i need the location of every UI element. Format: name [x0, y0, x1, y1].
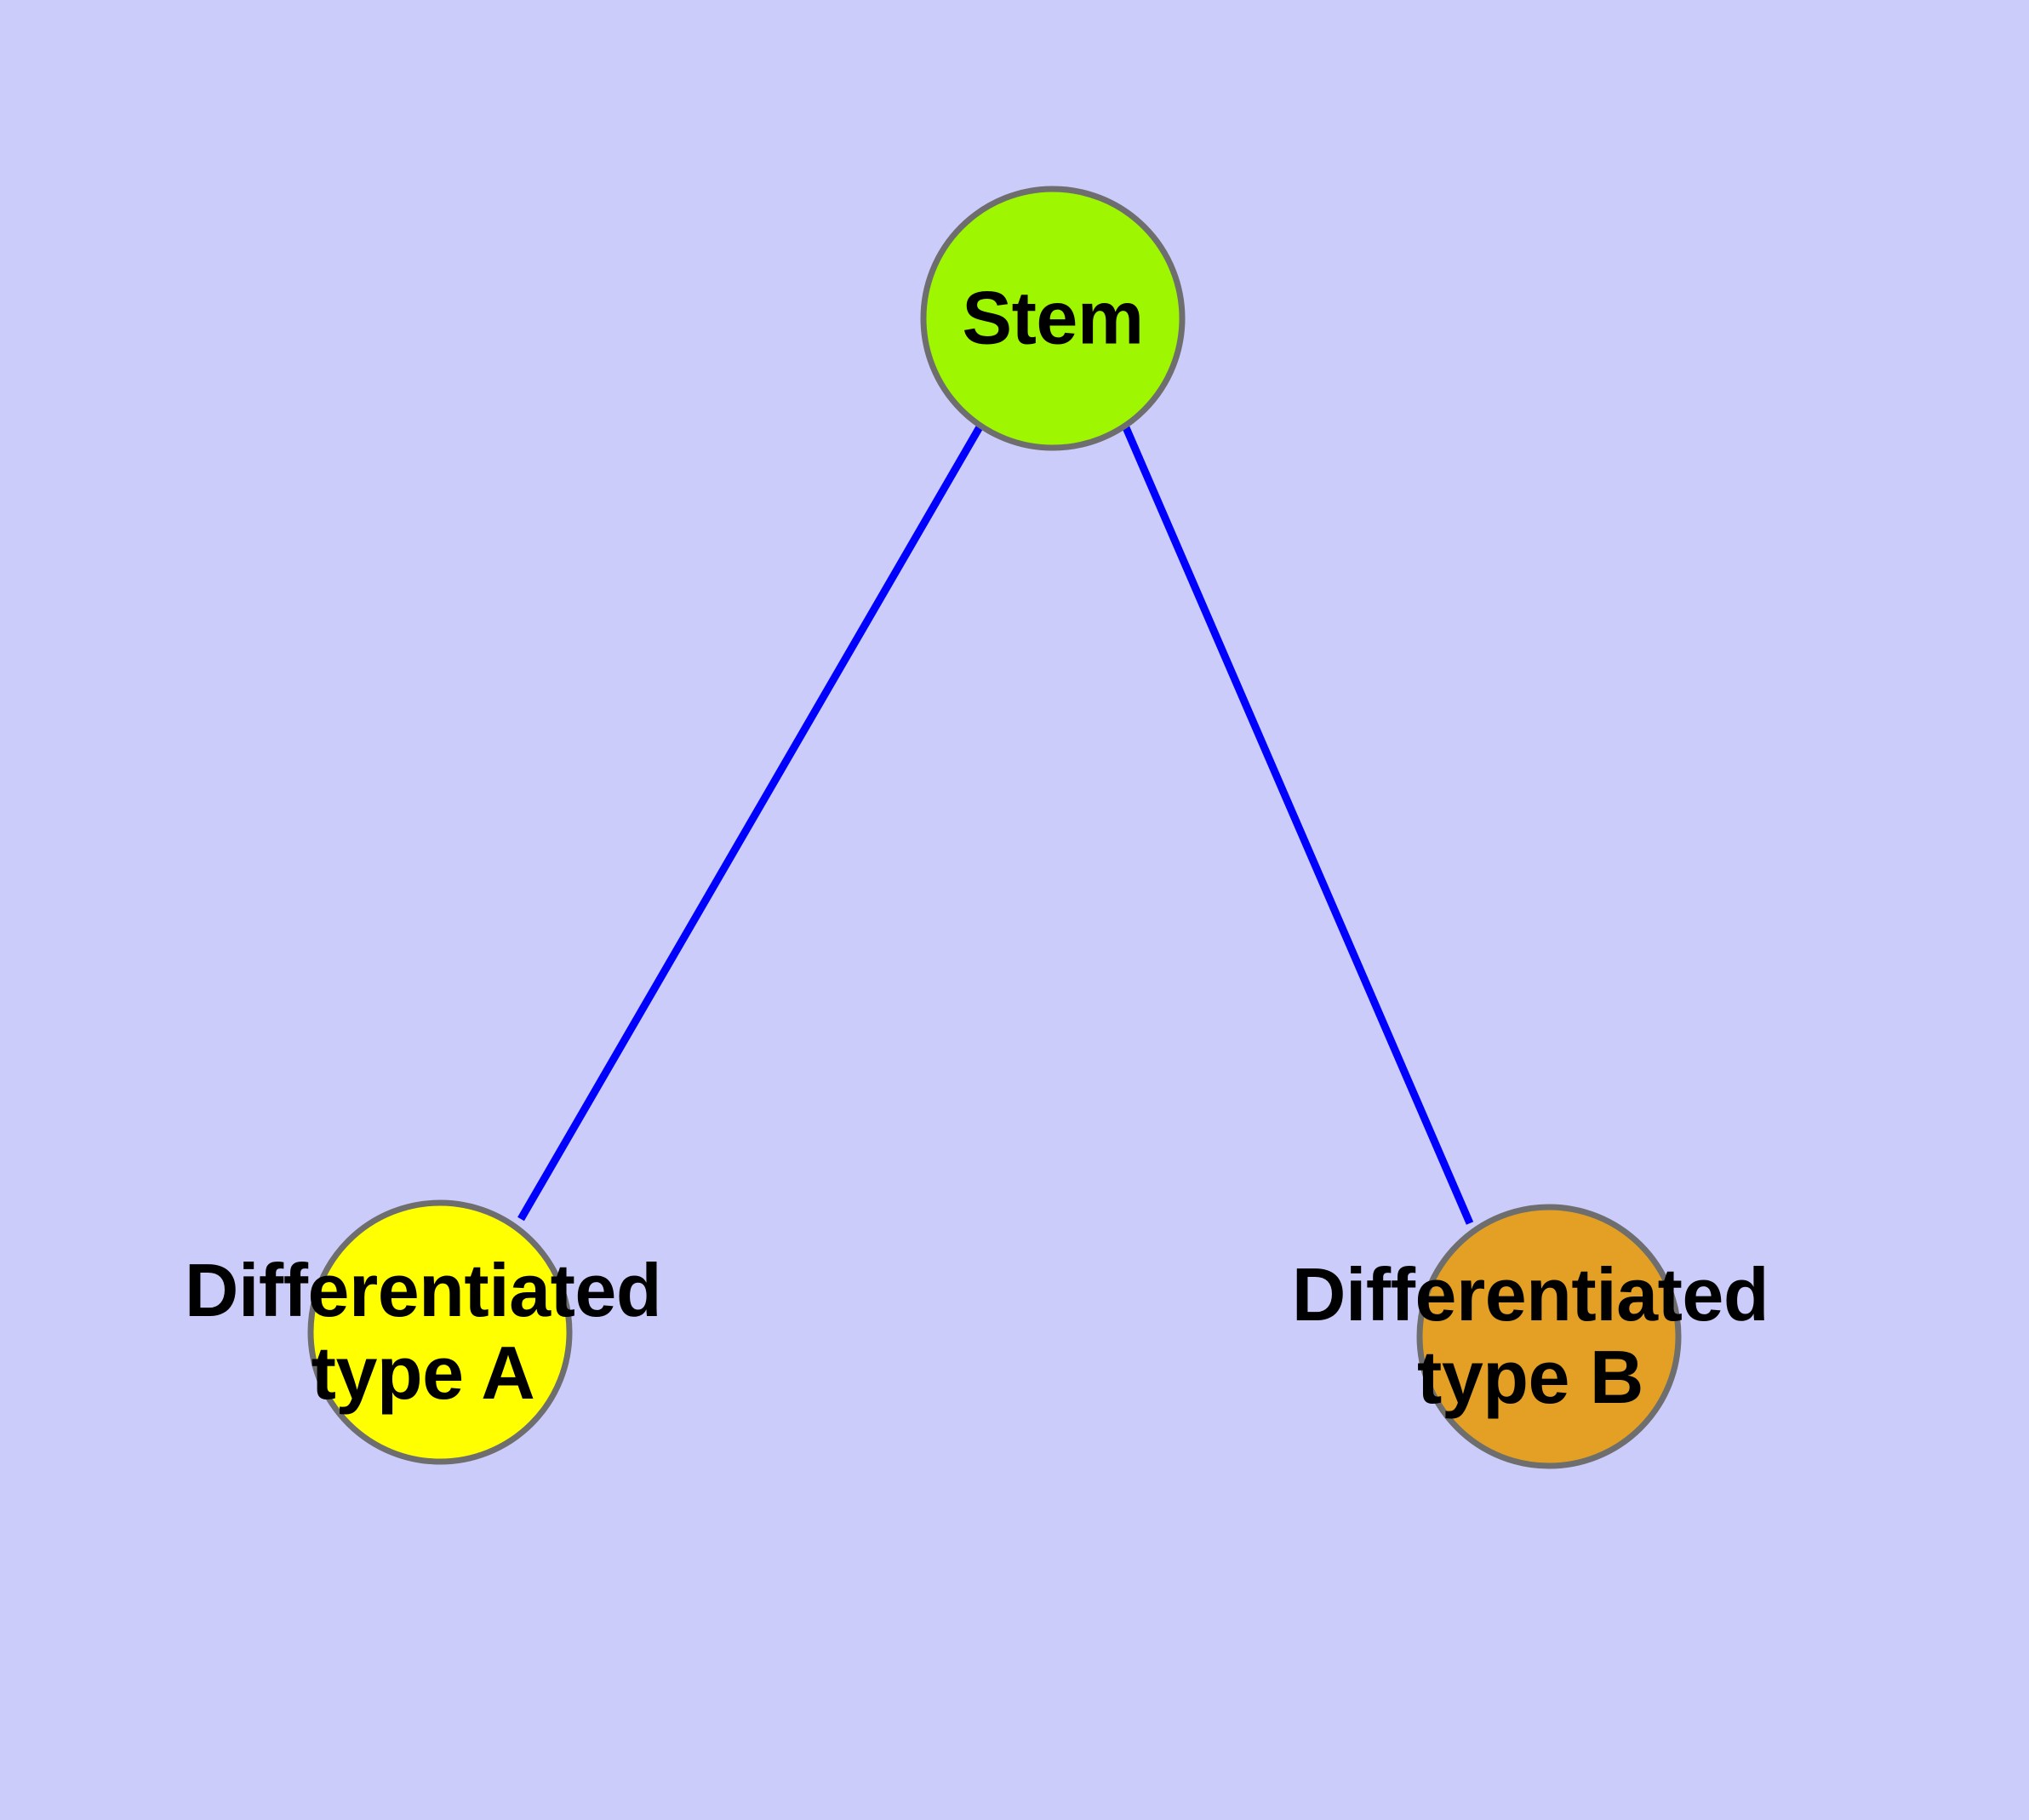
edges-layer [517, 423, 1474, 1225]
graph-node-diff_a[interactable] [307, 1199, 573, 1465]
graph-edge-stem-diff_b[interactable] [1121, 424, 1474, 1225]
graph-node-diff_b[interactable] [1416, 1204, 1682, 1469]
graph-edge-stem-diff_a[interactable] [517, 423, 984, 1222]
nodes-layer [307, 186, 1682, 1469]
graph-node-stem[interactable] [920, 186, 1186, 451]
